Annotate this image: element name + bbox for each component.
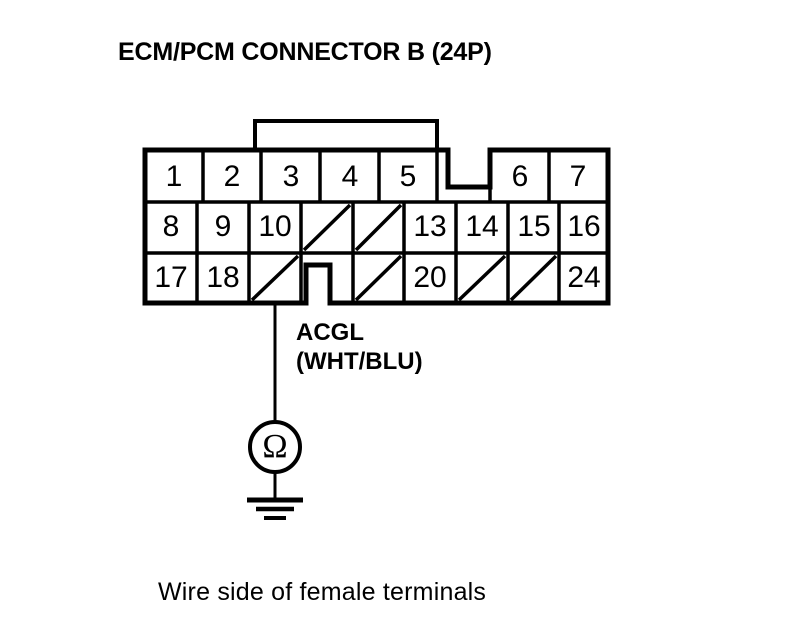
blank-cell-slash-12: [354, 203, 403, 252]
pin-cell-1: 1: [166, 160, 183, 193]
wire-label: ACGL (WHT/BLU): [296, 318, 423, 376]
page-title: ECM/PCM CONNECTOR B (24P): [118, 38, 492, 66]
wire-signal-name: ACGL: [296, 319, 364, 346]
pin-cell-17: 17: [154, 261, 187, 294]
connector-row-1: 1 2 3 4 5 6 7: [166, 150, 587, 202]
blank-cell-slash-23: [509, 254, 558, 302]
connector-locking-tab: [253, 119, 439, 154]
pin-cell-6: 6: [512, 160, 529, 193]
pin-cell-15: 15: [517, 210, 550, 243]
pin-cell-18: 18: [206, 261, 239, 294]
blank-cell-slash-11: [302, 203, 352, 252]
ground-symbol: [247, 472, 303, 520]
pin-cell-3: 3: [283, 160, 300, 193]
connector-row-2: 8 9 10 13 14 15 16: [163, 202, 601, 253]
wire-color-code: (WHT/BLU): [296, 348, 423, 375]
ohm-glyph: Ω: [262, 428, 287, 465]
connector-row-3: 17 18 20 24: [154, 253, 601, 303]
pin-cell-4: 4: [342, 160, 359, 193]
pin-cell-9: 9: [215, 210, 232, 243]
blank-cell-slash-19: [250, 254, 300, 302]
diagram-caption: Wire side of female terminals: [158, 578, 487, 606]
pin-cell-8: 8: [163, 210, 180, 243]
pin-cell-5: 5: [400, 160, 417, 193]
pin-cell-7: 7: [570, 160, 587, 193]
pin-cell-24: 24: [567, 261, 600, 294]
blank-cell-slash-21: [354, 254, 403, 302]
pin-cell-20: 20: [413, 261, 446, 294]
pin-cell-16: 16: [567, 210, 600, 243]
pin-cell-13: 13: [413, 210, 446, 243]
row-divider-lines: [145, 200, 608, 255]
pin-cell-14: 14: [465, 210, 498, 243]
blank-cell-slash-22: [457, 254, 507, 302]
pin-cell-10: 10: [258, 210, 291, 243]
ohmmeter-symbol: Ω: [248, 420, 302, 474]
pin-cell-2: 2: [224, 160, 241, 193]
